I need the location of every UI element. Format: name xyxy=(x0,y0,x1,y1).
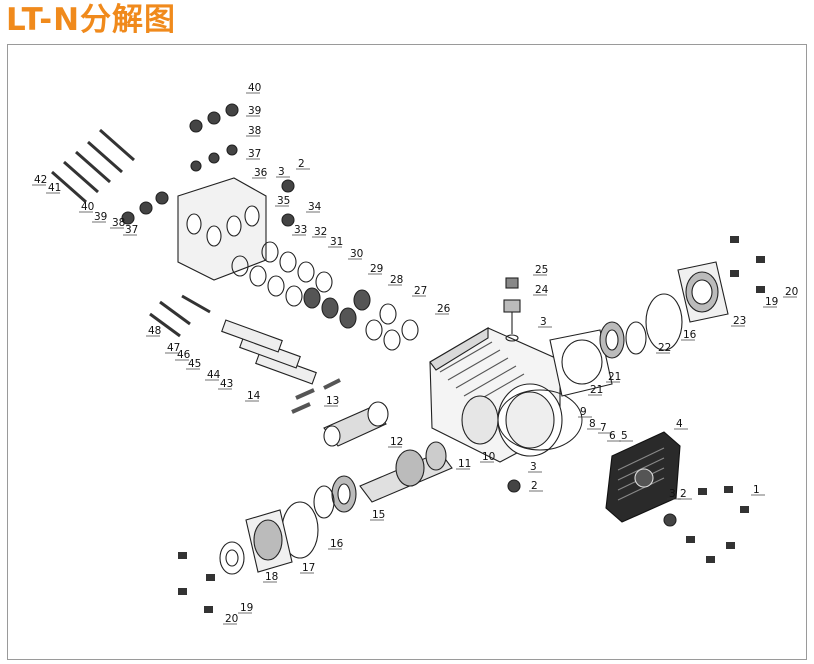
head-bolts xyxy=(51,128,211,338)
part-callout-19: 19 xyxy=(240,602,253,614)
part-callout-14: 14 xyxy=(247,390,261,402)
valves xyxy=(121,103,677,527)
part-callout-13: 13 xyxy=(326,395,339,407)
part-callout-42: 42 xyxy=(34,174,47,186)
part-callout-5: 5 xyxy=(621,430,628,442)
part-callout-48: 48 xyxy=(148,325,161,337)
part-callout-37: 37 xyxy=(248,148,261,160)
part-callout-40: 40 xyxy=(248,82,261,94)
part-callout-1: 1 xyxy=(753,484,760,496)
part-callout-22: 22 xyxy=(658,342,671,354)
connecting-rods xyxy=(323,401,389,447)
part-callout-46: 46 xyxy=(177,349,191,361)
part-callout-40: 40 xyxy=(81,201,94,213)
part-callout-25: 25 xyxy=(535,264,548,276)
part-callout-23: 23 xyxy=(733,315,746,327)
part-callout-18: 18 xyxy=(265,571,278,583)
part-callout-41: 41 xyxy=(48,182,61,194)
part-callout-31: 31 xyxy=(330,236,343,248)
part-callout-3: 3 xyxy=(278,166,285,178)
part-callout-7: 7 xyxy=(600,422,607,434)
part-callout-12: 12 xyxy=(390,436,403,448)
diagram-frame xyxy=(7,44,807,660)
part-callout-47: 47 xyxy=(167,342,180,354)
part-callout-28: 28 xyxy=(390,274,403,286)
part-callout-4: 4 xyxy=(676,418,683,430)
part-callout-8: 8 xyxy=(589,418,596,430)
seal-stacks xyxy=(231,241,419,351)
parts-drawing xyxy=(51,103,765,613)
part-callout-11: 11 xyxy=(458,458,471,470)
part-callout-2: 2 xyxy=(680,488,687,500)
part-callout-38: 38 xyxy=(112,217,125,229)
part-callout-32: 32 xyxy=(314,226,327,238)
part-callout-15: 15 xyxy=(372,509,385,521)
part-callout-43: 43 xyxy=(220,378,233,390)
crankshaft xyxy=(359,441,453,503)
part-callout-20: 20 xyxy=(785,286,798,298)
side-flange xyxy=(677,261,729,323)
part-callout-34: 34 xyxy=(308,201,322,213)
part-callout-27: 27 xyxy=(414,285,427,297)
part-callout-39: 39 xyxy=(94,211,107,223)
part-callout-21: 21 xyxy=(590,384,603,396)
part-callout-10: 10 xyxy=(482,451,495,463)
crankcase-housing xyxy=(429,327,583,463)
part-callout-6: 6 xyxy=(609,430,616,442)
part-callout-3: 3 xyxy=(669,488,676,500)
part-callout-44: 44 xyxy=(207,369,221,381)
part-callout-35: 35 xyxy=(277,195,290,207)
part-callout-9: 9 xyxy=(580,406,587,418)
screws xyxy=(178,236,765,613)
rear-cover xyxy=(605,431,681,523)
part-callout-20: 20 xyxy=(225,613,238,625)
part-callouts: 1234567891011121314151617181920212223242… xyxy=(32,82,798,625)
part-callout-2: 2 xyxy=(531,480,538,492)
oil-dipstick xyxy=(503,277,521,342)
part-callout-33: 33 xyxy=(294,224,307,236)
part-callout-17: 17 xyxy=(302,562,315,574)
part-callout-3: 3 xyxy=(530,461,537,473)
part-callout-24: 24 xyxy=(535,284,549,296)
plungers xyxy=(221,319,317,385)
part-callout-2: 2 xyxy=(298,158,305,170)
part-callout-45: 45 xyxy=(188,358,201,370)
part-callout-29: 29 xyxy=(370,263,383,275)
part-callout-36: 36 xyxy=(254,167,268,179)
part-callout-26: 26 xyxy=(437,303,451,315)
part-callout-38: 38 xyxy=(248,125,261,137)
part-callout-3: 3 xyxy=(540,316,547,328)
part-callout-16: 16 xyxy=(683,329,697,341)
part-callout-19: 19 xyxy=(765,296,778,308)
part-callout-37: 37 xyxy=(125,224,138,236)
part-callout-39: 39 xyxy=(248,105,261,117)
manifold-head xyxy=(177,177,267,281)
part-callout-16: 16 xyxy=(330,538,344,550)
part-callout-21: 21 xyxy=(608,371,621,383)
page-title: LT-N分解图 xyxy=(6,2,177,38)
front-flange xyxy=(219,509,293,575)
part-callout-30: 30 xyxy=(350,248,363,260)
